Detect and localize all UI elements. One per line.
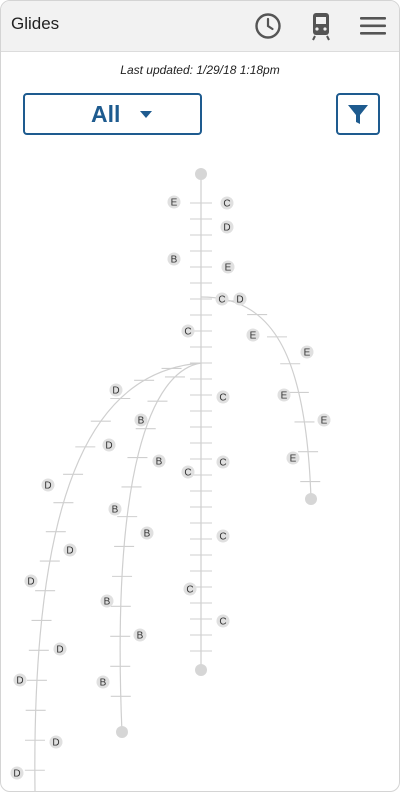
train-letter: C (223, 199, 230, 210)
train-letter: B (112, 505, 119, 516)
train-letter: B (171, 255, 178, 266)
train-letter: D (27, 577, 34, 588)
train-letter: C (219, 532, 226, 543)
train-marker-d[interactable]: D (49, 735, 63, 749)
train-letter: B (156, 457, 163, 468)
line-filter-dropdown[interactable]: All (23, 93, 202, 135)
train-letter: C (219, 393, 226, 404)
train-marker-c[interactable]: C (220, 196, 234, 210)
train-letter: C (186, 585, 193, 596)
train-letter: D (16, 676, 23, 687)
train-marker-b[interactable]: B (133, 628, 147, 642)
train-letter: C (219, 617, 226, 628)
train-marker-e[interactable]: E (317, 413, 331, 427)
filter-icon (348, 105, 368, 124)
train-marker-e[interactable]: E (286, 451, 300, 465)
train-letter: D (44, 481, 51, 492)
terminus-marker-e-branch (305, 493, 317, 505)
terminus-marker-b-branch (116, 726, 128, 738)
train-letter: E (250, 331, 257, 342)
train-marker-e[interactable]: E (246, 328, 260, 342)
train-letter: C (219, 458, 226, 469)
train-marker-b[interactable]: B (108, 502, 122, 516)
train-marker-e[interactable]: E (221, 260, 235, 274)
train-marker-d[interactable]: D (10, 766, 24, 780)
train-letter: D (66, 546, 73, 557)
train-letter: D (52, 738, 59, 749)
train-marker-e[interactable]: E (277, 388, 291, 402)
train-marker-d[interactable]: D (109, 383, 123, 397)
train-letter: B (144, 529, 151, 540)
train-letter: D (236, 295, 243, 306)
train-marker-e[interactable]: E (300, 345, 314, 359)
train-letter: E (321, 416, 328, 427)
app-header: Glides (1, 1, 399, 52)
train-marker-b[interactable]: B (134, 413, 148, 427)
train-marker-e[interactable]: E (167, 195, 181, 209)
train-letter: E (290, 454, 297, 465)
train-letter: E (171, 198, 178, 209)
train-marker-c[interactable]: C (181, 324, 195, 338)
terminus-marker-trunk-bottom (195, 664, 207, 676)
train-letter: B (100, 678, 107, 689)
clock-icon[interactable] (251, 9, 285, 43)
train-marker-d[interactable]: D (53, 642, 67, 656)
train-letter: B (137, 631, 144, 642)
tram-icon[interactable] (304, 9, 338, 43)
train-marker-b[interactable]: B (96, 675, 110, 689)
train-letter: D (105, 441, 112, 452)
train-marker-c[interactable]: C (183, 582, 197, 596)
train-marker-d[interactable]: D (220, 220, 234, 234)
train-marker-c[interactable]: C (216, 529, 230, 543)
filter-button[interactable] (336, 93, 380, 135)
train-letter: E (281, 391, 288, 402)
train-letter: D (112, 386, 119, 397)
train-letter: D (13, 769, 20, 780)
train-marker-d[interactable]: D (41, 478, 55, 492)
train-letter: E (225, 263, 232, 274)
train-marker-b[interactable]: B (100, 594, 114, 608)
branch-b-line (119, 362, 202, 734)
train-marker-d[interactable]: D (63, 543, 77, 557)
train-marker-c[interactable]: C (215, 292, 229, 306)
train-marker-c[interactable]: C (216, 390, 230, 404)
menu-icon[interactable] (356, 9, 390, 43)
app-title: Glides (11, 14, 60, 33)
train-marker-b[interactable]: B (140, 526, 154, 540)
caret-down-icon (140, 111, 152, 118)
train-letter: B (138, 416, 145, 427)
train-marker-c[interactable]: C (216, 614, 230, 628)
train-letter: D (56, 645, 63, 656)
train-marker-b[interactable]: B (167, 252, 181, 266)
train-letter: C (184, 327, 191, 338)
terminus-marker-trunk-top (195, 168, 207, 180)
train-letter: B (104, 597, 111, 608)
train-marker-d[interactable]: D (13, 673, 27, 687)
last-updated-text: Last updated: 1/29/18 1:18pm (120, 63, 280, 77)
branch-d-line (34, 362, 202, 791)
train-marker-c[interactable]: C (181, 465, 195, 479)
train-letter: D (223, 223, 230, 234)
train-letter: C (184, 468, 191, 479)
train-marker-c[interactable]: C (216, 455, 230, 469)
train-marker-d[interactable]: D (24, 574, 38, 588)
train-letter: E (304, 348, 311, 359)
dropdown-selected-label: All (91, 101, 121, 127)
train-marker-b[interactable]: B (152, 454, 166, 468)
train-letter: C (218, 295, 225, 306)
train-marker-d[interactable]: D (233, 292, 247, 306)
train-marker-d[interactable]: D (102, 438, 116, 452)
